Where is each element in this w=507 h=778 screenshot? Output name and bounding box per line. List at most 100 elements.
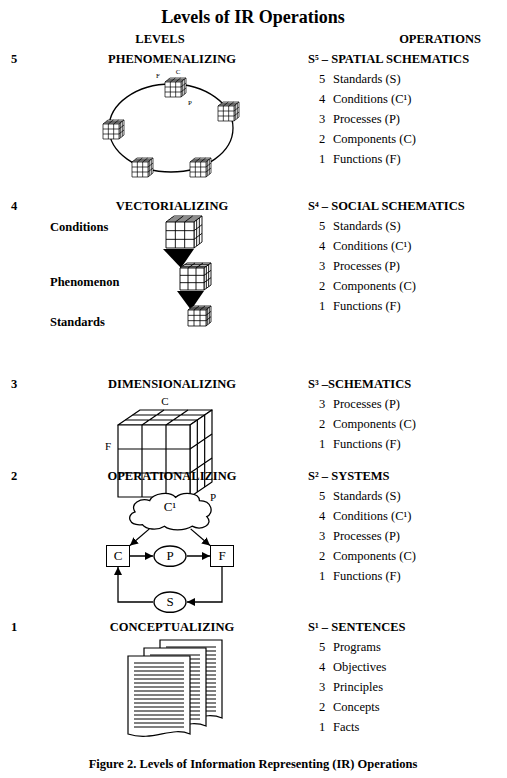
cube-figure <box>165 78 186 97</box>
list-item: 2 <box>319 280 325 294</box>
list-item: 5 <box>319 73 325 87</box>
process-ellipse: P <box>153 545 187 567</box>
list-item: 5 <box>319 641 325 655</box>
list-item: Programs <box>333 641 381 655</box>
cube-letter: P <box>210 491 216 503</box>
level-number: 3 <box>11 378 17 392</box>
list-item: Concepts <box>333 701 380 715</box>
list-item: 3 <box>319 260 325 274</box>
list-item: 1 <box>319 438 325 452</box>
vector-label: Standards <box>50 316 105 330</box>
column-heading: OPERATIONS <box>399 33 481 47</box>
operations-heading: S² – SYSTEMS <box>308 470 390 484</box>
list-item: 5 <box>319 220 325 234</box>
cube-letter: C <box>176 69 181 77</box>
list-item: 4 <box>319 661 325 675</box>
list-item: Conditions (C¹) <box>333 93 411 107</box>
node-letter: P <box>166 549 173 563</box>
cube-letter: F <box>156 73 160 81</box>
cube-figure <box>218 102 239 121</box>
list-item: 4 <box>319 510 325 524</box>
cube-figure <box>188 306 211 326</box>
column-heading: LEVELS <box>135 33 184 47</box>
flow-arrow <box>191 529 210 546</box>
operations-heading: S³ –SCHEMATICS <box>308 378 411 392</box>
vector-label: Phenomenon <box>50 276 119 290</box>
flow-arrow <box>130 529 149 546</box>
diagram-title: Levels of IR Operations <box>161 8 345 28</box>
document-page <box>128 656 190 736</box>
component-box: C <box>106 545 130 567</box>
cube-figure <box>190 158 211 177</box>
node-letter: S <box>166 595 173 609</box>
node-letter: F <box>218 549 225 563</box>
list-item: Functions (F) <box>333 438 401 452</box>
cube-figure <box>166 216 202 248</box>
list-item: Processes (P) <box>333 260 400 274</box>
flow-arrow <box>118 567 153 602</box>
list-item: 1 <box>319 570 325 584</box>
list-item: Processes (P) <box>333 398 400 412</box>
level-number: 4 <box>11 200 17 214</box>
list-item: 1 <box>319 300 325 314</box>
list-item: 1 <box>319 721 325 735</box>
list-item: 2 <box>319 418 325 432</box>
list-item: 2 <box>319 133 325 147</box>
list-item: Standards (S) <box>333 220 401 234</box>
operations-heading: S¹ – SENTENCES <box>308 621 406 635</box>
flow-arrow <box>130 555 153 556</box>
list-item: 4 <box>319 240 325 254</box>
list-item: Processes (P) <box>333 530 400 544</box>
level-number: 5 <box>11 53 17 67</box>
level-name: OPERATIONALIZING <box>108 470 237 484</box>
list-item: 3 <box>319 113 325 127</box>
condition-cloud: C¹ <box>124 491 216 531</box>
node-letter: C¹ <box>164 500 177 514</box>
list-item: Components (C) <box>333 550 416 564</box>
level-number: 1 <box>11 621 17 635</box>
list-item: 3 <box>319 681 325 695</box>
list-item: Components (C) <box>333 418 416 432</box>
cube-letter: C <box>161 395 168 407</box>
cube-figure <box>118 410 212 497</box>
cube-figure <box>180 263 211 290</box>
cube-figure <box>103 120 124 139</box>
list-item: Processes (P) <box>333 113 400 127</box>
level-name: PHENOMENALIZING <box>108 53 236 67</box>
operations-heading: S⁵ – SPATIAL SCHEMATICS <box>308 53 469 67</box>
list-item: 4 <box>319 93 325 107</box>
list-item: Conditions (C¹) <box>333 240 411 254</box>
standard-ellipse: S <box>153 591 187 613</box>
list-item: 5 <box>319 490 325 504</box>
list-item: Functions (F) <box>333 570 401 584</box>
vector-label: Conditions <box>50 221 108 235</box>
flow-arrow <box>187 555 210 556</box>
list-item: Functions (F) <box>333 153 401 167</box>
list-item: Facts <box>333 721 359 735</box>
level-name: CONCEPTUALIZING <box>110 621 234 635</box>
list-item: 3 <box>319 398 325 412</box>
level-number: 2 <box>11 470 17 484</box>
list-item: 2 <box>319 550 325 564</box>
list-item: Standards (S) <box>333 490 401 504</box>
cube-figure <box>132 158 153 177</box>
node-letter: C <box>114 549 123 563</box>
list-item: Principles <box>333 681 383 695</box>
list-item: Functions (F) <box>333 300 401 314</box>
list-item: 2 <box>319 701 325 715</box>
cube-letter: P <box>188 100 192 108</box>
list-item: Components (C) <box>333 133 416 147</box>
function-box: F <box>210 545 234 567</box>
cube-letter: F <box>105 440 111 452</box>
list-item: 1 <box>319 153 325 167</box>
list-item: Standards (S) <box>333 73 401 87</box>
list-item: Components (C) <box>333 280 416 294</box>
level-name: DIMENSIONALIZING <box>108 378 236 392</box>
list-item: 3 <box>319 530 325 544</box>
level-name: VECTORIALIZING <box>116 200 228 214</box>
figure-caption: Figure 2. Levels of Information Represen… <box>89 758 418 772</box>
list-item: Conditions (C¹) <box>333 510 411 524</box>
